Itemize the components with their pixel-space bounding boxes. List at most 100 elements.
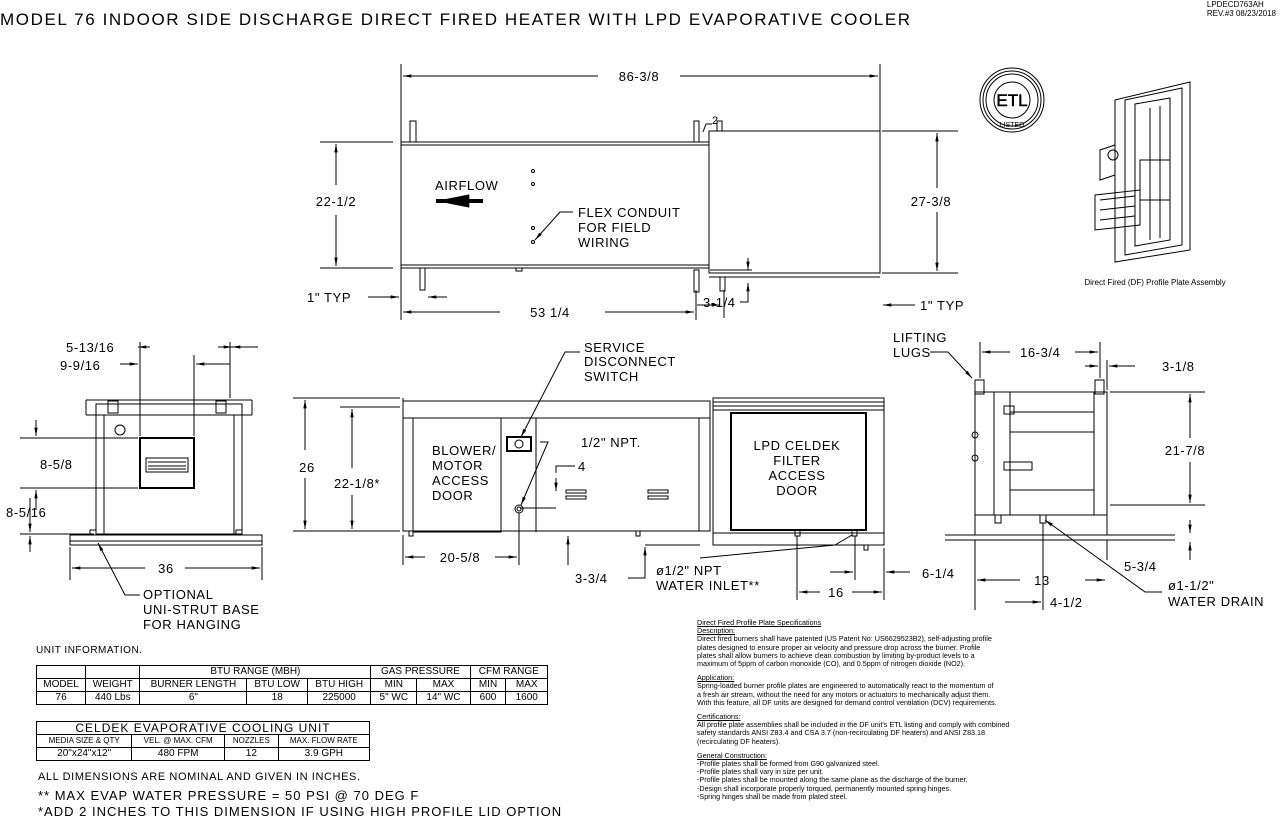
burner-panel xyxy=(535,417,700,532)
dim-offset-3-1-4: 3-1/4 xyxy=(703,295,736,310)
dim-36: 36 xyxy=(158,561,174,576)
document-id: LPDECD763AH xyxy=(1206,0,1264,9)
npt-label: 1/2" NPT. xyxy=(581,435,641,450)
spec-line: (recirculating DF heaters). xyxy=(697,736,781,746)
flex-conduit-label: FLEX CONDUIT xyxy=(578,205,681,220)
celdek-heading: CELDEK EVAPORATIVE COOLING UNIT xyxy=(36,721,370,735)
table-cell: 18 xyxy=(246,691,309,705)
spec-line: maximum of 5ppm of carbon monoxide (CO),… xyxy=(697,659,966,669)
dim-21-7-8: 21-7/8 xyxy=(1165,443,1205,458)
spec-line: plates shall allow burners to achieve cl… xyxy=(697,650,975,660)
spec-heading: Description: xyxy=(697,626,735,636)
blank-cell xyxy=(35,665,87,679)
dim-20-5-8: 20-5/8 xyxy=(440,550,480,565)
dim-16: 16 xyxy=(828,585,844,600)
etl-logo-text: ETL xyxy=(996,91,1027,110)
base-note: OPTIONAL xyxy=(143,587,214,602)
dim-13: 13 xyxy=(1034,573,1050,588)
profile-plate-assembly-drawing xyxy=(1094,81,1191,263)
title-block: LPDECD763AH REV.#3 08/23/2018 xyxy=(1207,0,1276,18)
blower-door-label: BLOWER/ xyxy=(432,443,496,458)
spec-line: plates designed to ensure proper air vel… xyxy=(697,642,981,652)
celdek-door-label: FILTER xyxy=(773,453,820,468)
group-header: GAS PRESSURE xyxy=(370,665,471,679)
dim-5-13-16: 5-13/16 xyxy=(66,340,114,355)
dim-height-26: 26 xyxy=(299,460,315,475)
table-cell: 76 xyxy=(35,691,87,705)
flex-conduit-label: WIRING xyxy=(578,235,630,250)
group-header: CFM RANGE xyxy=(469,665,549,679)
column-header: MIN xyxy=(370,678,418,692)
water-inlet-label: WATER INLET** xyxy=(656,578,760,593)
spec-line: -Profile plates shall be mounted along t… xyxy=(697,775,968,785)
revision: REV.#3 08/23/2018 xyxy=(1206,9,1276,18)
table-cell: 480 FPM xyxy=(131,747,226,761)
note-high-profile-lid: *ADD 2 INCHES TO THIS DIMENSION IF USING… xyxy=(38,804,563,819)
spec-line: With this feature, all DF units are desi… xyxy=(697,697,997,707)
water-drain-label: WATER DRAIN xyxy=(1168,594,1264,609)
dim-height-cooler: 27-3/8 xyxy=(911,194,951,209)
dim-3-1-8: 3-1/8 xyxy=(1162,359,1195,374)
dim-6-1-4: 6-1/4 xyxy=(922,566,955,581)
blower-outlet xyxy=(139,437,195,489)
base-note: FOR HANGING xyxy=(143,617,241,632)
left-side-view: 5-13/16 9-9/16 8-5/8 8-5/16 36 OPTIONAL … xyxy=(6,340,263,632)
column-header: NOZZLES xyxy=(224,734,279,748)
table-cell: 225000 xyxy=(307,691,372,705)
dim-typ-right: 1" TYP xyxy=(920,298,964,313)
spec-line: Direct fired burners shall have patented… xyxy=(697,634,992,644)
dim-typ-left: 1" TYP xyxy=(307,290,351,305)
celdek-door-label: DOOR xyxy=(776,483,817,498)
cooler-body-top xyxy=(708,130,881,274)
water-inlet-label: ø1/2" NPT xyxy=(656,563,722,578)
service-disconnect-switch xyxy=(506,436,532,452)
table-cell: 440 Lbs xyxy=(85,691,141,705)
dim-4-1-2: 4-1/2 xyxy=(1050,595,1083,610)
dim-8-5-16: 8-5/16 xyxy=(6,505,46,520)
blank-cell xyxy=(85,665,141,679)
table-row: 20"x24"x12" 480 FPM 12 3.9 GPH xyxy=(35,747,371,761)
column-header: MAX xyxy=(505,678,548,692)
table-header-row: MODEL WEIGHT BURNER LENGTH BTU LOW BTU H… xyxy=(35,678,548,692)
table-cell: 14" WC xyxy=(416,691,471,705)
spec-line: -Profile plates shall be formed from G90… xyxy=(697,759,880,769)
table-cell: 5" WC xyxy=(370,691,418,705)
column-header: MAX. FLOW RATE xyxy=(277,734,371,748)
celdek-table: CELDEK EVAPORATIVE COOLING UNIT MEDIA SI… xyxy=(35,721,371,761)
dim-16-3-4: 16-3/4 xyxy=(1020,345,1060,360)
flex-conduit-label: FOR FIELD xyxy=(578,220,651,235)
dim-heater-length: 53 1/4 xyxy=(530,305,570,320)
dim-height-22-1-8: 22-1/8* xyxy=(334,476,380,491)
spec-heading: General Construction: xyxy=(697,750,767,760)
celdek-door-label: ACCESS xyxy=(768,468,825,483)
right-side-view: LIFTING LUGS 16-3/4 3-1/8 21-7/8 5-3/4 1… xyxy=(893,330,1264,610)
dim-9-9-16: 9-9/16 xyxy=(60,358,100,373)
lifting-lugs-label: LUGS xyxy=(893,345,931,360)
table-cell: 6" xyxy=(139,691,248,705)
celdek-door-label: LPD CELDEK xyxy=(754,438,841,453)
note-water-pressure: ** MAX EVAP WATER PRESSURE = 50 PSI @ 70… xyxy=(38,788,420,803)
group-header: BTU RANGE (MBH) xyxy=(139,665,372,679)
column-header: WEIGHT xyxy=(85,678,141,692)
spec-line: Spring-loaded burner profile plates are … xyxy=(697,681,994,691)
dim-8-5-8: 8-5/8 xyxy=(40,457,73,472)
spec-title: Direct Fired Profile Plate Specification… xyxy=(697,618,822,627)
table-cell: 1600 xyxy=(505,691,548,705)
unit-info-table: BTU RANGE (MBH) GAS PRESSURE CFM RANGE M… xyxy=(35,665,549,705)
blower-door-label: DOOR xyxy=(432,488,473,503)
service-switch-label: SERVICE xyxy=(584,340,645,355)
dim-offset-2: 2 xyxy=(712,115,719,127)
table-row: 76 440 Lbs 6" 18 225000 5" WC 14" WC 600… xyxy=(35,691,548,705)
column-header: MAX xyxy=(416,678,471,692)
table-cell: 3.9 GPH xyxy=(277,747,371,761)
airflow-label: AIRFLOW xyxy=(435,178,499,193)
top-view: 86-3/8 AIRFLOW FLEX CONDUIT FOR FIELD WI… xyxy=(307,64,964,320)
spec-line: safety standards ANSI Z83.4 and CSA 3.7 … xyxy=(697,728,986,738)
column-header: BTU HIGH xyxy=(307,678,372,692)
spec-line: -Profile plates shall vary in size per u… xyxy=(697,767,824,777)
note-dimensions: ALL DIMENSIONS ARE NOMINAL AND GIVEN IN … xyxy=(38,771,361,783)
spec-heading: Application: xyxy=(697,673,735,683)
blower-door-label: ACCESS xyxy=(432,473,489,488)
dim-height-heater: 22-1/2 xyxy=(316,194,356,209)
